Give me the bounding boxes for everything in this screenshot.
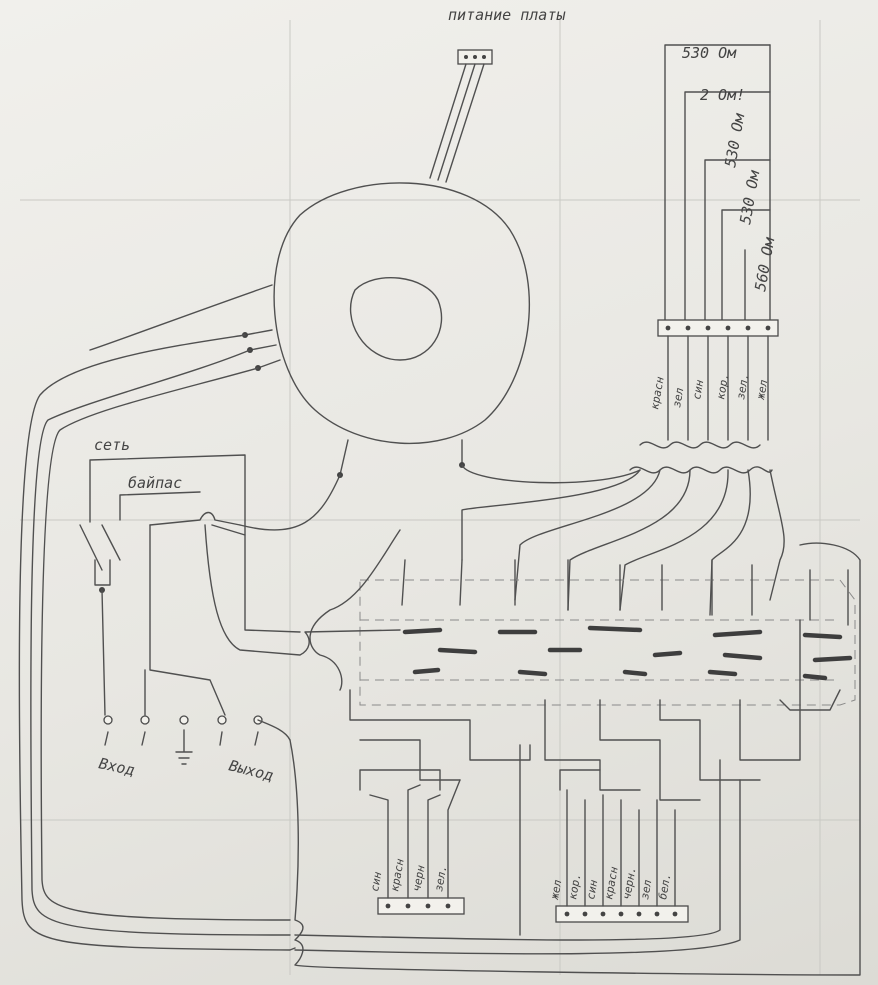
right-terminal-block: [629, 319, 779, 474]
resistor-label-1: 530 Ом: [682, 44, 737, 62]
rb-wire-green: зел: [670, 386, 686, 408]
rb-wire-brown: кор.: [714, 372, 731, 400]
mains-switch: [79, 454, 246, 716]
bl-wire-blue: син: [368, 870, 384, 892]
bl-wire-black: черн: [410, 864, 427, 893]
br-wire-brown: кор.: [566, 872, 583, 900]
resistor-ladder: [664, 44, 771, 326]
br-wire-red: красн: [602, 865, 621, 900]
bl-wire-green: зел.: [432, 864, 449, 892]
br-wire-white: бел.: [656, 872, 673, 900]
bottom-left-terminal-block: [369, 779, 465, 915]
network-label: сеть: [94, 436, 130, 454]
bottom-right-terminal-block: [555, 789, 689, 923]
resistor-label-5: 560 Ом: [751, 235, 778, 292]
bottom-return-wires: [289, 542, 861, 976]
relay-board: [359, 559, 856, 706]
resistor-label-2: 2 Ом!: [700, 86, 745, 104]
bl-wire-red: красн: [388, 857, 407, 892]
bypass-label: байпас: [128, 474, 182, 492]
br-wire-blue: син: [584, 878, 600, 900]
br-wire-green: зел: [638, 878, 654, 900]
br-wire-yellow: жел: [548, 878, 564, 901]
br-wire-black: черн.: [620, 866, 639, 901]
relay-interconnects: [309, 529, 841, 801]
resistor-label-4: 530 Ом: [736, 168, 763, 225]
input-label: Вход: [97, 754, 136, 779]
rb-wire-blue: син: [690, 378, 706, 400]
io-terminals: [103, 715, 291, 765]
power-board-label-line1: питание платы: [448, 6, 566, 24]
bypass-wiring: [144, 511, 401, 716]
toroid-transformer: [242, 182, 530, 478]
rb-wire-green2: зел.: [734, 372, 751, 400]
rb-wire-yellow: жел: [754, 378, 770, 401]
relay-feed-wires: [239, 464, 785, 616]
power-board-connector: [429, 49, 493, 183]
left-loop-wires: [18, 284, 296, 951]
output-label: Выход: [227, 756, 275, 784]
rb-wire-red: красн: [648, 375, 667, 410]
